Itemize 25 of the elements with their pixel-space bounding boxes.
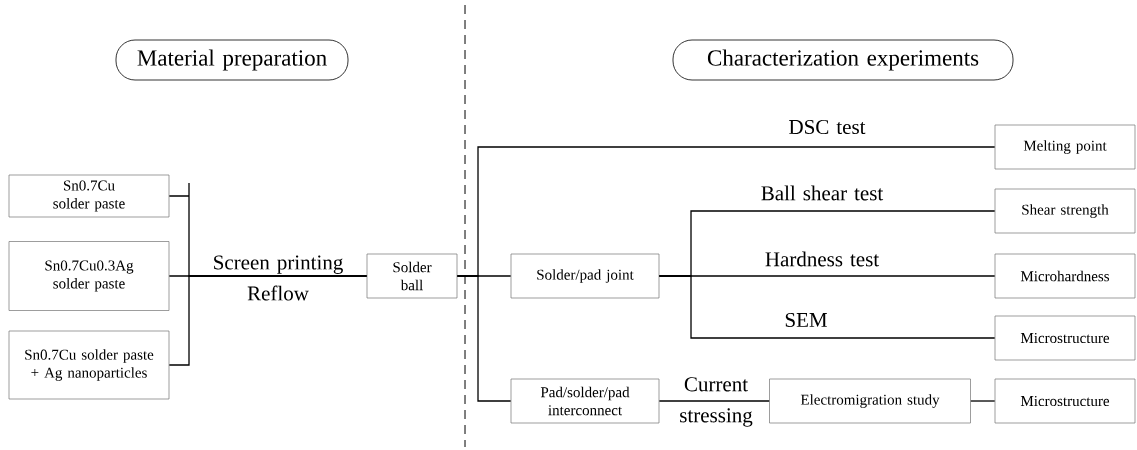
process-box: Shear strength bbox=[994, 188, 1136, 234]
connector-line bbox=[168, 275, 368, 366]
process-box: Solder ball bbox=[366, 253, 458, 299]
process-box: Microstructure bbox=[994, 378, 1136, 424]
connector-line bbox=[970, 400, 996, 402]
process-box: Melting point bbox=[994, 124, 1136, 170]
process-box: Electromigration study bbox=[769, 378, 971, 424]
edge-label: Ball shear test bbox=[761, 185, 884, 201]
process-box: Sn0.7Cu solder paste bbox=[8, 174, 170, 218]
process-box: Pad/solder/pad interconnect bbox=[510, 378, 660, 424]
edge-label: Hardness test bbox=[765, 251, 880, 267]
process-box: Sn0.7Cu0.3Ag solder paste bbox=[8, 241, 170, 311]
heading-box: Material preparation bbox=[115, 39, 349, 81]
heading-box: Characterization experiments bbox=[672, 39, 1014, 81]
connector-line bbox=[658, 400, 770, 402]
process-box: Microstructure bbox=[994, 315, 1136, 361]
process-box: Microhardness bbox=[994, 253, 1136, 299]
process-box: Solder/pad joint bbox=[510, 253, 660, 299]
connector-line bbox=[658, 275, 996, 339]
connector-line bbox=[456, 275, 512, 402]
edge-label: DSC test bbox=[789, 119, 866, 135]
edge-label: Screen printing Reflow bbox=[214, 255, 343, 301]
edge-label: Current stressing bbox=[680, 377, 753, 427]
process-box: Sn0.7Cu solder paste + Ag nanoparticles bbox=[8, 330, 170, 400]
edge-label: SEM bbox=[785, 312, 827, 328]
